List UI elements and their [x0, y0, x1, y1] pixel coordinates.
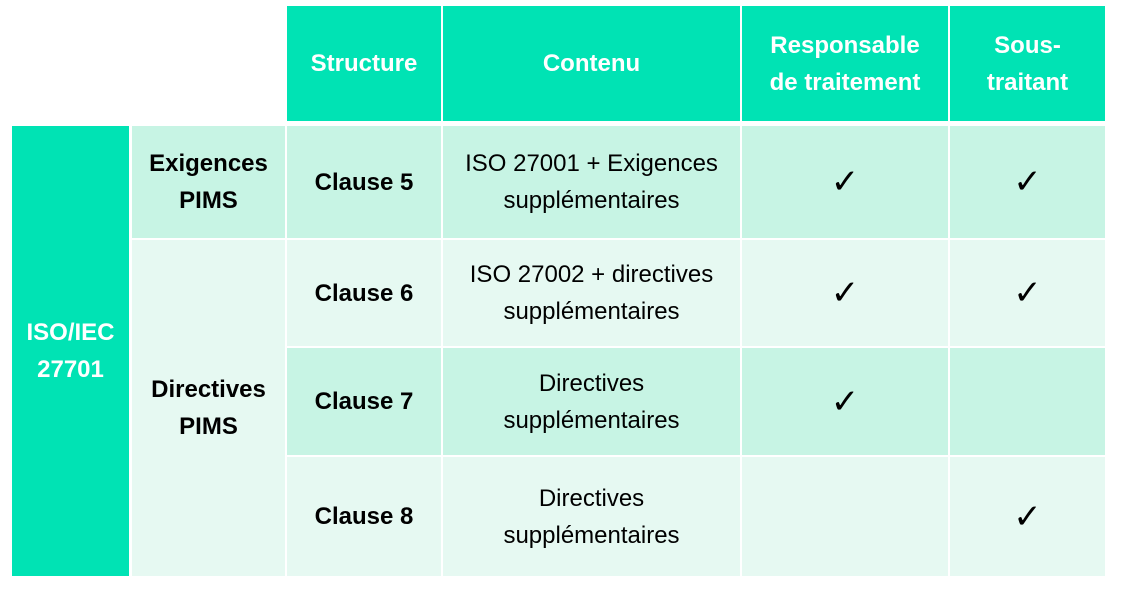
group-exigences-label: Exigences PIMS: [149, 150, 268, 214]
group-exigences-pims: Exigences PIMS: [132, 126, 285, 238]
row-clause-6-structure: Clause 6: [287, 240, 441, 346]
row-clause-7-sous-traitant: [950, 348, 1105, 455]
contenu-text: Directives supplémentaires: [503, 484, 680, 549]
clause-label: Clause 6: [314, 279, 414, 307]
header-sous-traitant: Sous- traitant: [950, 6, 1105, 121]
header-sous-traitant-label: Sous- traitant: [986, 31, 1069, 96]
check-icon: ✓: [1013, 496, 1042, 537]
header-contenu-label: Contenu: [542, 50, 641, 77]
check-icon: ✓: [1013, 273, 1042, 313]
check-icon: ✓: [830, 381, 860, 422]
row-clause-6-sous-traitant: ✓: [950, 240, 1105, 346]
check-icon: ✓: [830, 162, 860, 202]
group-directives-label: Directives PIMS: [151, 376, 266, 440]
clause-label: Clause 5: [314, 168, 414, 196]
row-clause-5-responsable: ✓: [742, 126, 948, 238]
header-structure: Structure: [287, 6, 441, 121]
contenu-text: Directives supplémentaires: [503, 369, 680, 434]
header-contenu: Contenu: [443, 6, 740, 121]
clause-label: Clause 8: [314, 503, 414, 530]
side-label-iso-iec: ISO/IEC 27701: [12, 126, 129, 576]
check-icon: ✓: [1013, 162, 1042, 202]
row-clause-7-responsable: ✓: [742, 348, 948, 455]
row-clause-5-sous-traitant: ✓: [950, 126, 1105, 238]
row-clause-5-structure: Clause 5: [287, 126, 441, 238]
row-clause-8-contenu: Directives supplémentaires: [443, 457, 740, 576]
contenu-text: ISO 27002 + directives supplémentaires: [469, 261, 714, 325]
header-structure-label: Structure: [310, 50, 418, 77]
check-icon: ✓: [830, 273, 860, 313]
side-label-text: ISO/IEC 27701: [26, 319, 115, 383]
header-responsable-label: Responsable de traitement: [769, 31, 921, 96]
group-directives-pims: Directives PIMS: [132, 240, 285, 576]
row-clause-8-responsable: [742, 457, 948, 576]
clause-label: Clause 7: [314, 388, 414, 415]
row-clause-7-structure: Clause 7: [287, 348, 441, 455]
row-clause-7-contenu: Directives supplémentaires: [443, 348, 740, 455]
row-clause-8-sous-traitant: ✓: [950, 457, 1105, 576]
contenu-text: ISO 27001 + Exigences supplémentaires: [465, 150, 718, 214]
row-clause-6-contenu: ISO 27002 + directives supplémentaires: [443, 240, 740, 346]
row-clause-6-responsable: ✓: [742, 240, 948, 346]
header-responsable: Responsable de traitement: [742, 6, 948, 121]
row-clause-5-contenu: ISO 27001 + Exigences supplémentaires: [443, 126, 740, 238]
row-clause-8-structure: Clause 8: [287, 457, 441, 576]
